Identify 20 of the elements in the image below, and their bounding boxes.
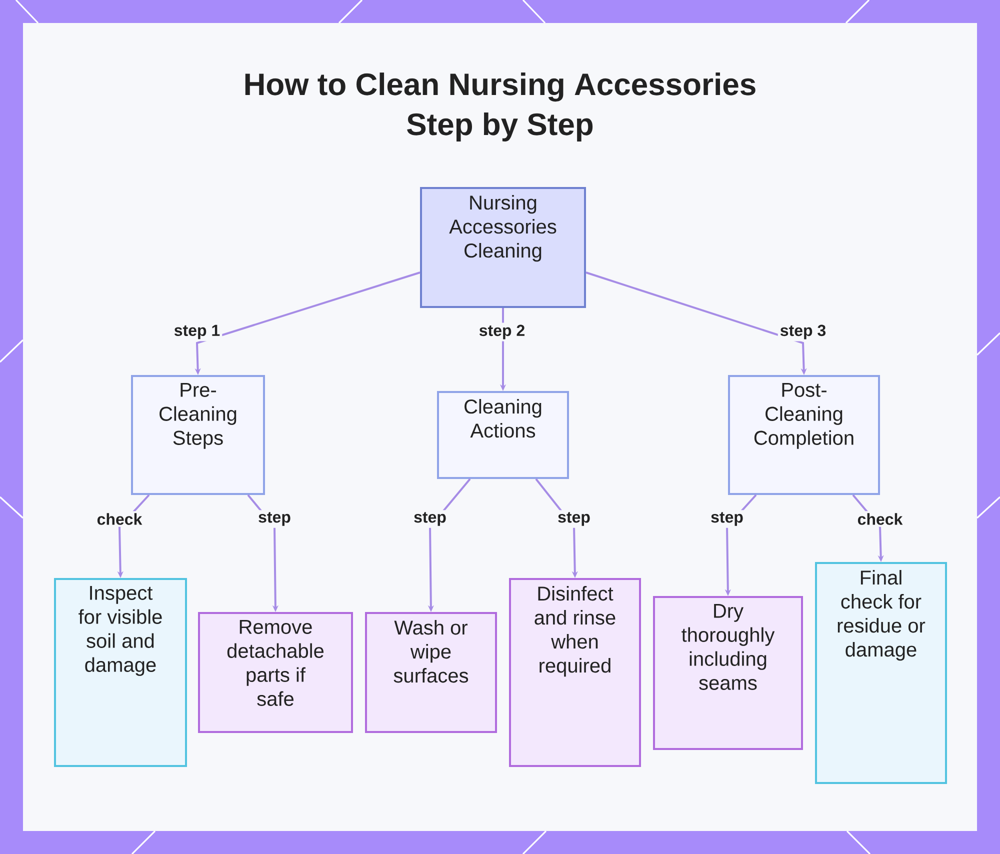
step-box: Inspect for visible soil and damage	[54, 578, 187, 767]
step-box: Final check for residue or damage	[815, 562, 947, 784]
edge-label: check	[855, 511, 905, 527]
title: How to Clean Nursing Accessories Step by Step	[245, 72, 756, 142]
step-box: Dry thoroughly including seams	[653, 596, 803, 750]
category-box: Post-Cleaning Completion	[728, 375, 880, 495]
edge-label: step 3	[778, 322, 828, 342]
step-box: Disinfect and rinse when required	[509, 578, 641, 767]
step-box: Remove detachable parts if safe	[198, 612, 353, 734]
edge-label: step	[708, 510, 746, 528]
root-box: Nursing Accessories Cleaning	[420, 187, 586, 308]
edge-label: step	[556, 510, 592, 528]
category-box: Pre-Cleaning Steps	[131, 375, 265, 495]
step-box: Wash or wipe surfaces	[365, 612, 497, 734]
edge-label: step	[256, 510, 293, 528]
category-box: Cleaning Actions	[437, 391, 569, 479]
edge-label: check	[94, 511, 144, 527]
edge-label: step	[412, 510, 448, 528]
edge-label: step 2	[476, 322, 528, 342]
edge-label: step 1	[172, 322, 222, 342]
